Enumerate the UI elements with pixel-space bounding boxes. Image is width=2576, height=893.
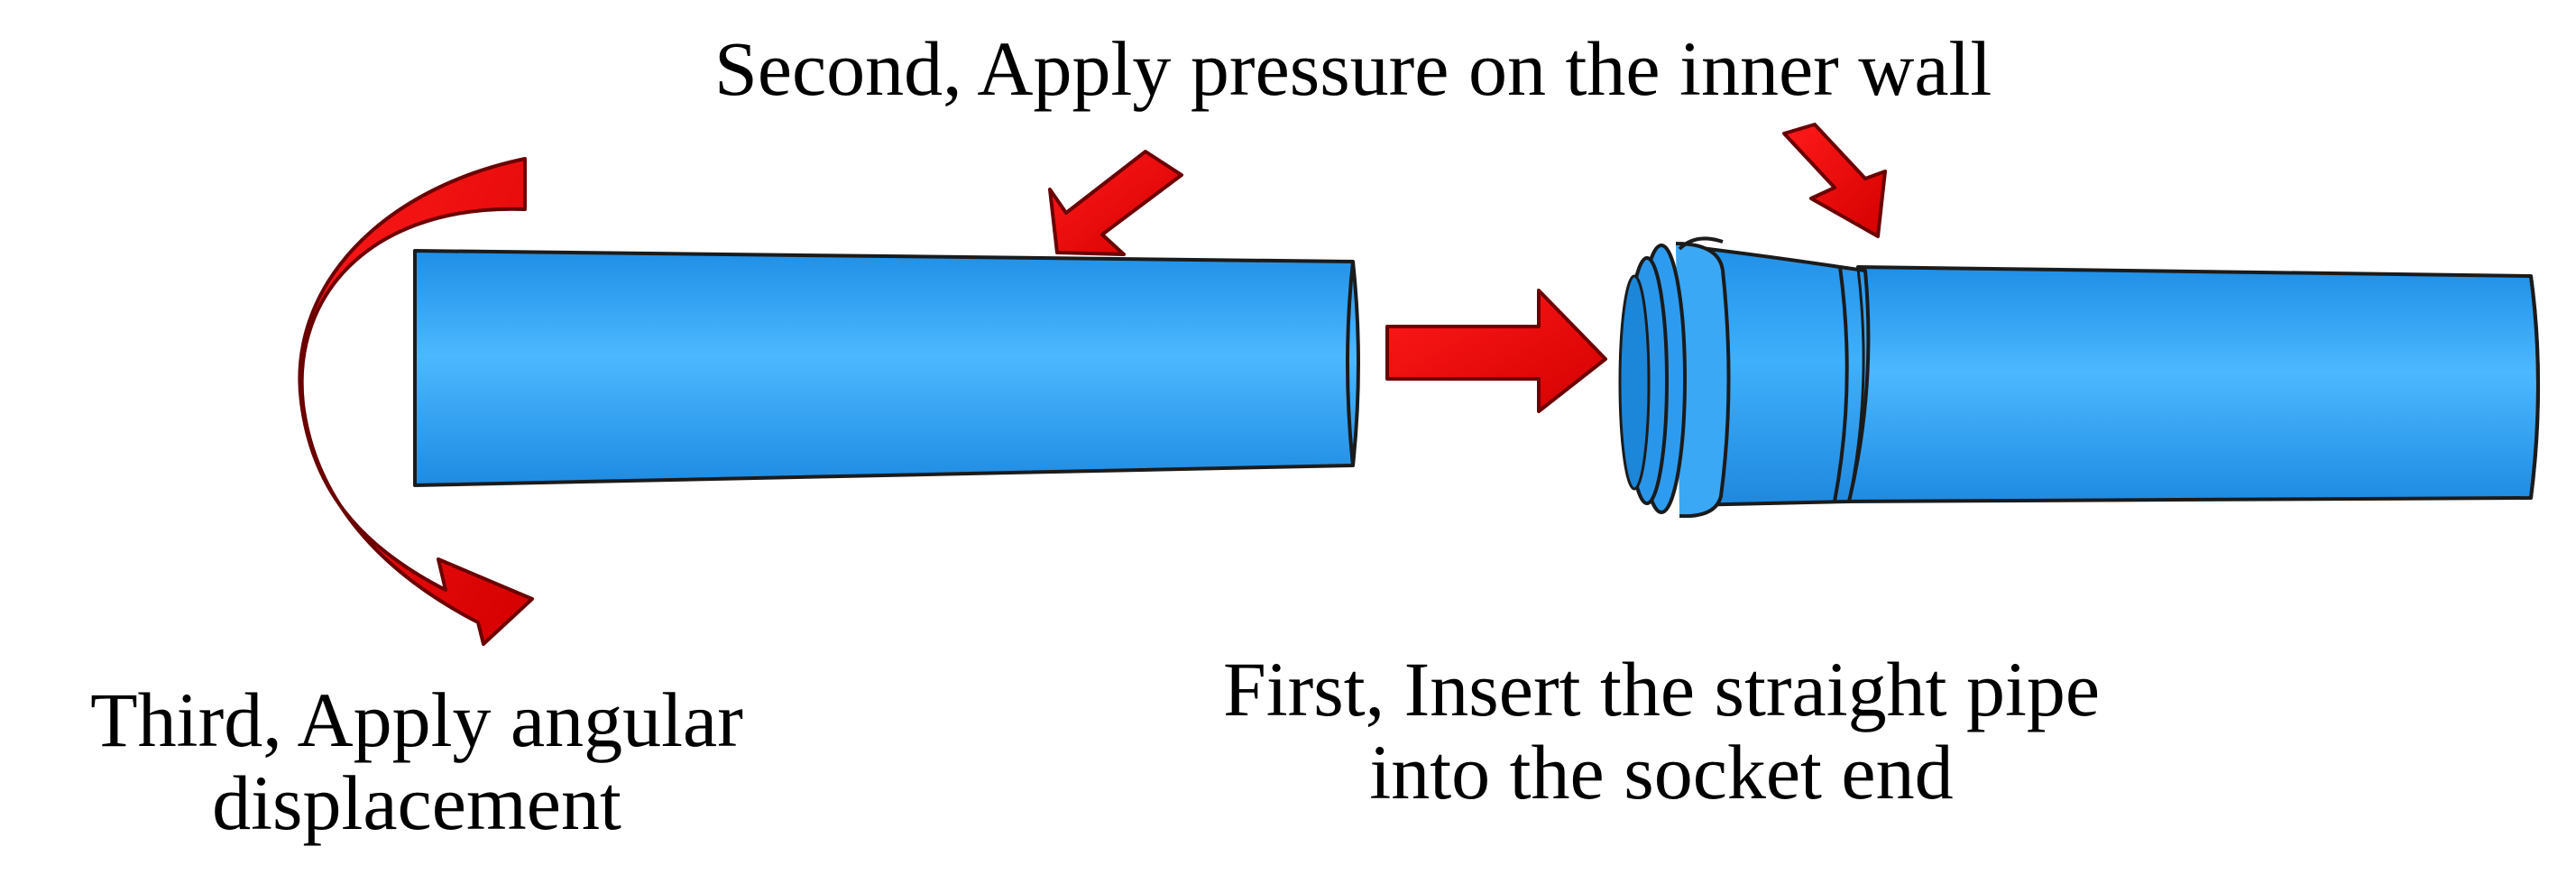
insert-arrow (1385, 289, 1607, 413)
second-step-label: Second, Apply pressure on the inner wall (714, 25, 1992, 112)
pressure-arrow-left (1048, 150, 1183, 256)
first-step-line2: into the socket end (1369, 729, 1954, 815)
third-step-label: Third, Apply angular displacement (20, 678, 814, 844)
socket-pipe (1618, 236, 2540, 519)
straight-pipe (413, 249, 1360, 487)
third-step-line2: displacement (212, 760, 621, 846)
first-step-line1: First, Insert the straight pipe (1222, 646, 2101, 732)
angular-displacement-arrow (298, 157, 534, 646)
first-step-label: First, Insert the straight pipe into the… (1138, 648, 2185, 814)
third-step-line1: Third, Apply angular (90, 677, 743, 763)
pressure-arrow-right (1782, 123, 1887, 238)
